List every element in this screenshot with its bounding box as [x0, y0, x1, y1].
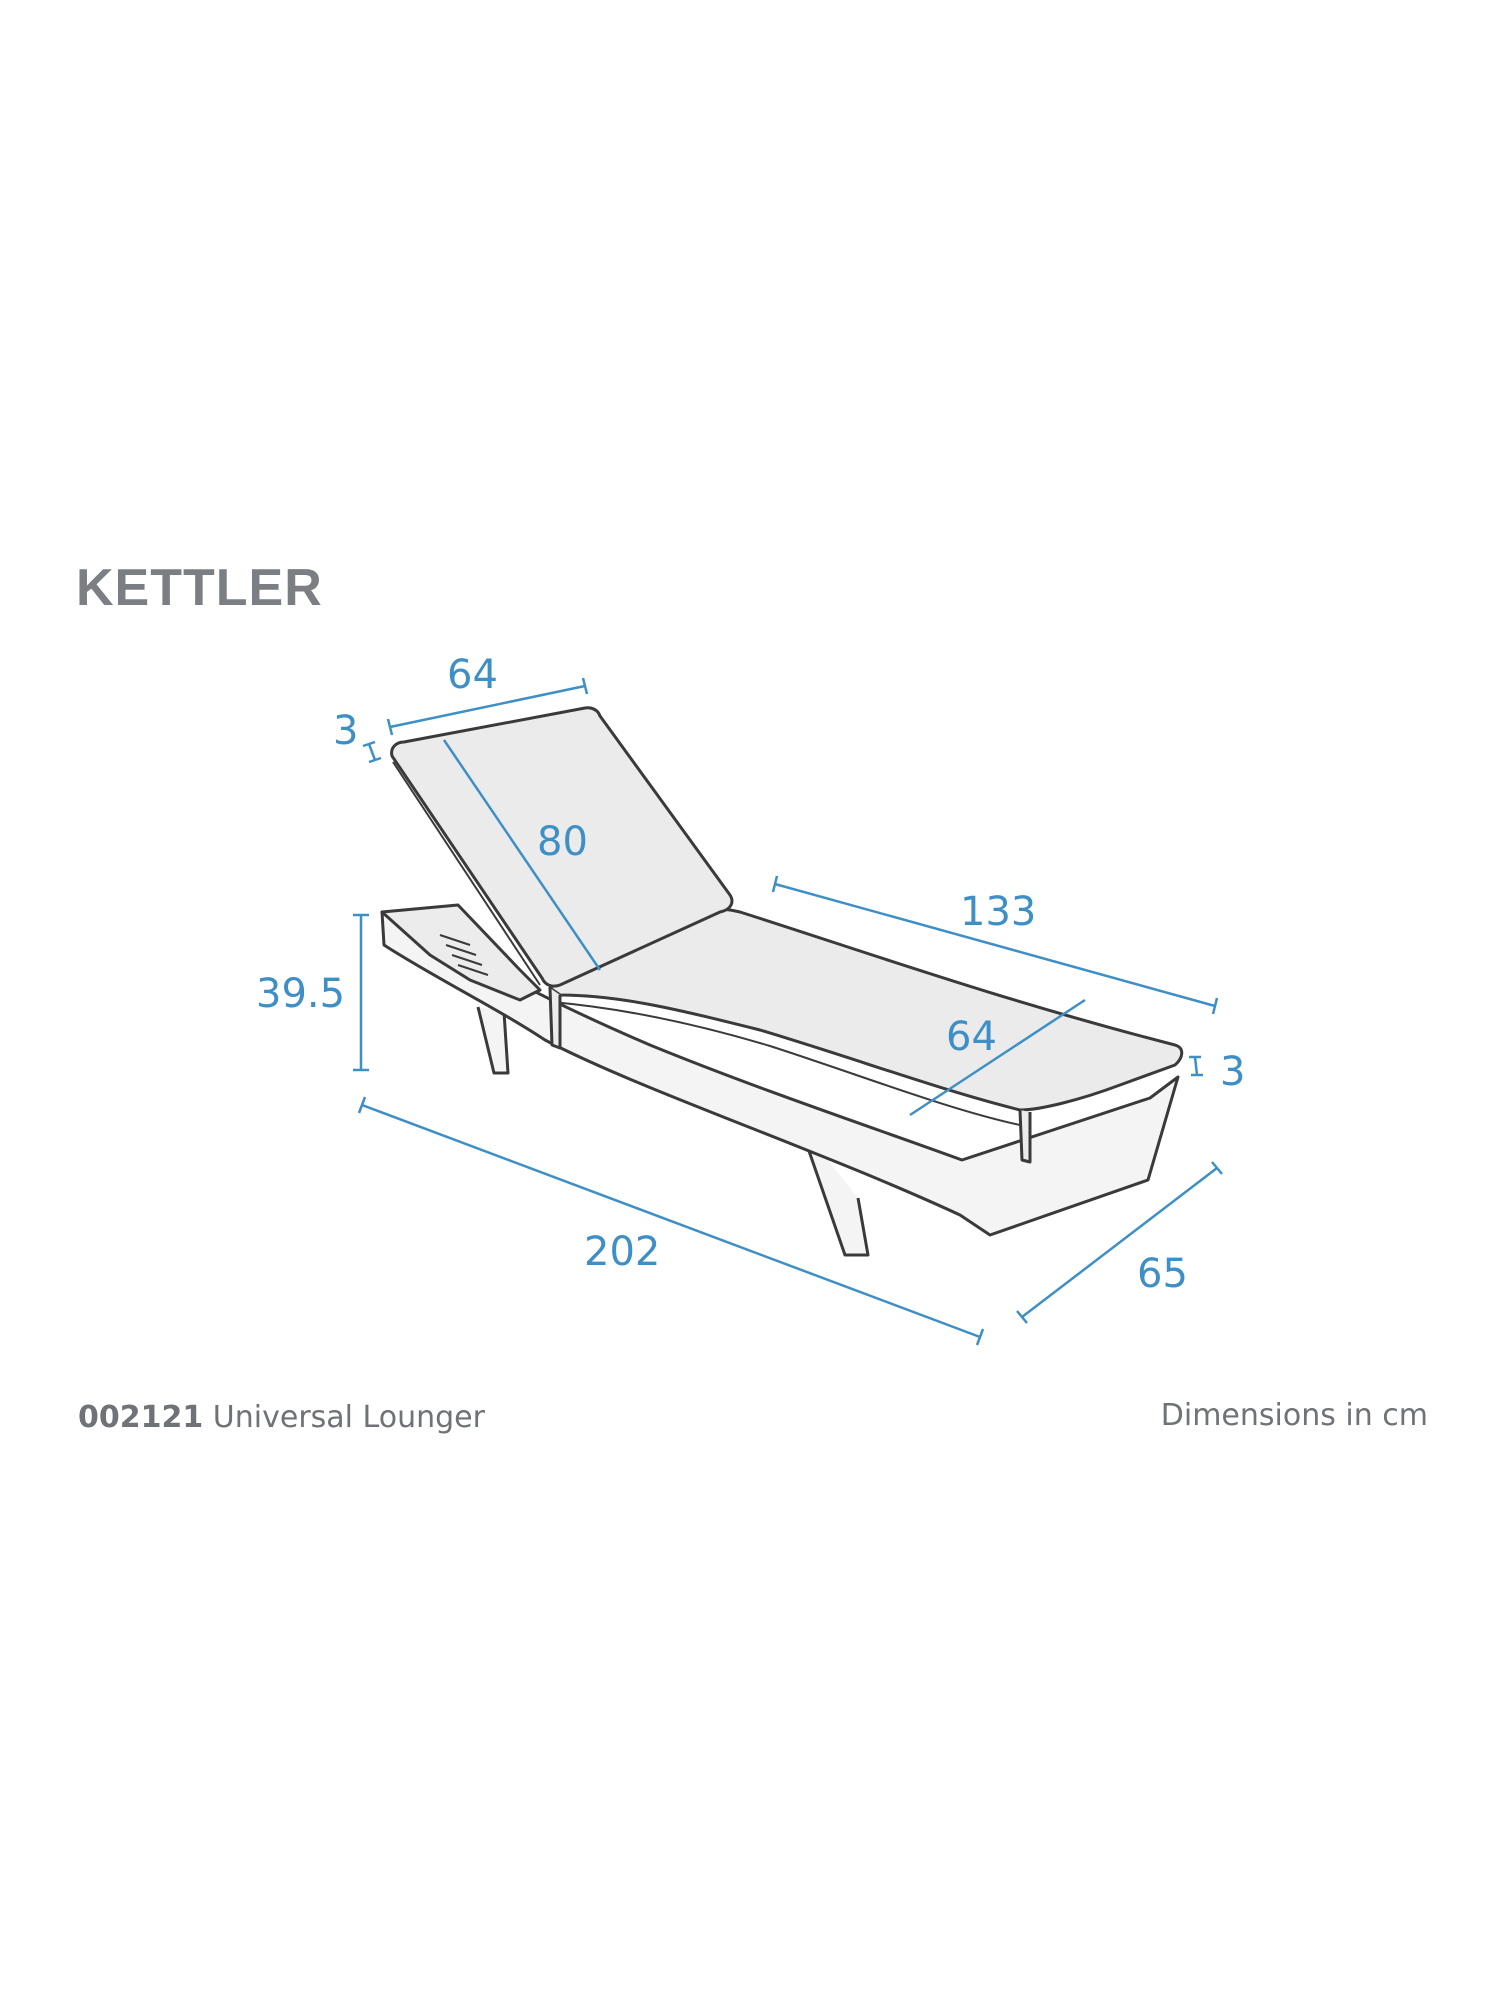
lounger-illustration [380, 706, 1184, 1257]
brand-logo: KETTLER [76, 559, 323, 617]
dim-line-backrest-length [442, 739, 602, 971]
product-caption: 002121 Universal Lounger [78, 1400, 485, 1435]
dimension-lines [353, 677, 1223, 1346]
label-overall-width: 65 [1137, 1251, 1188, 1297]
lounger-frame [380, 910, 1180, 1237]
dim-line-overall-width [1021, 1167, 1218, 1318]
label-backrest-width: 64 [447, 652, 498, 698]
front-leg [798, 1124, 870, 1257]
units-note: Dimensions in cm [1160, 1398, 1428, 1433]
label-overall-length: 202 [584, 1229, 660, 1275]
backrest-cushion [390, 706, 734, 988]
label-backrest-length: 80 [537, 819, 588, 865]
support-slats [439, 934, 489, 976]
seat-cushion-piping [551, 1001, 1021, 1126]
seat-cushion-foot-side [1018, 1109, 1032, 1164]
backrest-cushion-piping [392, 761, 541, 986]
label-height: 39.5 [256, 971, 345, 1017]
product-name: Universal Lounger [212, 1400, 485, 1435]
dim-line-seat-length [774, 882, 1216, 1008]
dim-line-backrest-thickness [367, 743, 377, 761]
seat-cushion-side [548, 987, 562, 1050]
label-backrest-thickness: 3 [333, 708, 358, 754]
dimension-labels: 64 3 80 133 39.5 64 3 202 65 [256, 652, 1245, 1297]
label-seat-thickness: 3 [1220, 1049, 1245, 1095]
label-seat-length: 133 [960, 889, 1036, 935]
dim-line-seat-width [909, 998, 1086, 1117]
label-seat-width: 64 [946, 1014, 997, 1060]
dim-line-backrest-width [389, 684, 586, 729]
dim-line-seat-thickness [1193, 1056, 1199, 1076]
backrest-support [380, 903, 542, 1002]
product-code: 002121 [78, 1400, 204, 1435]
rear-leg [476, 1006, 510, 1075]
dim-line-overall-length [361, 1103, 981, 1339]
